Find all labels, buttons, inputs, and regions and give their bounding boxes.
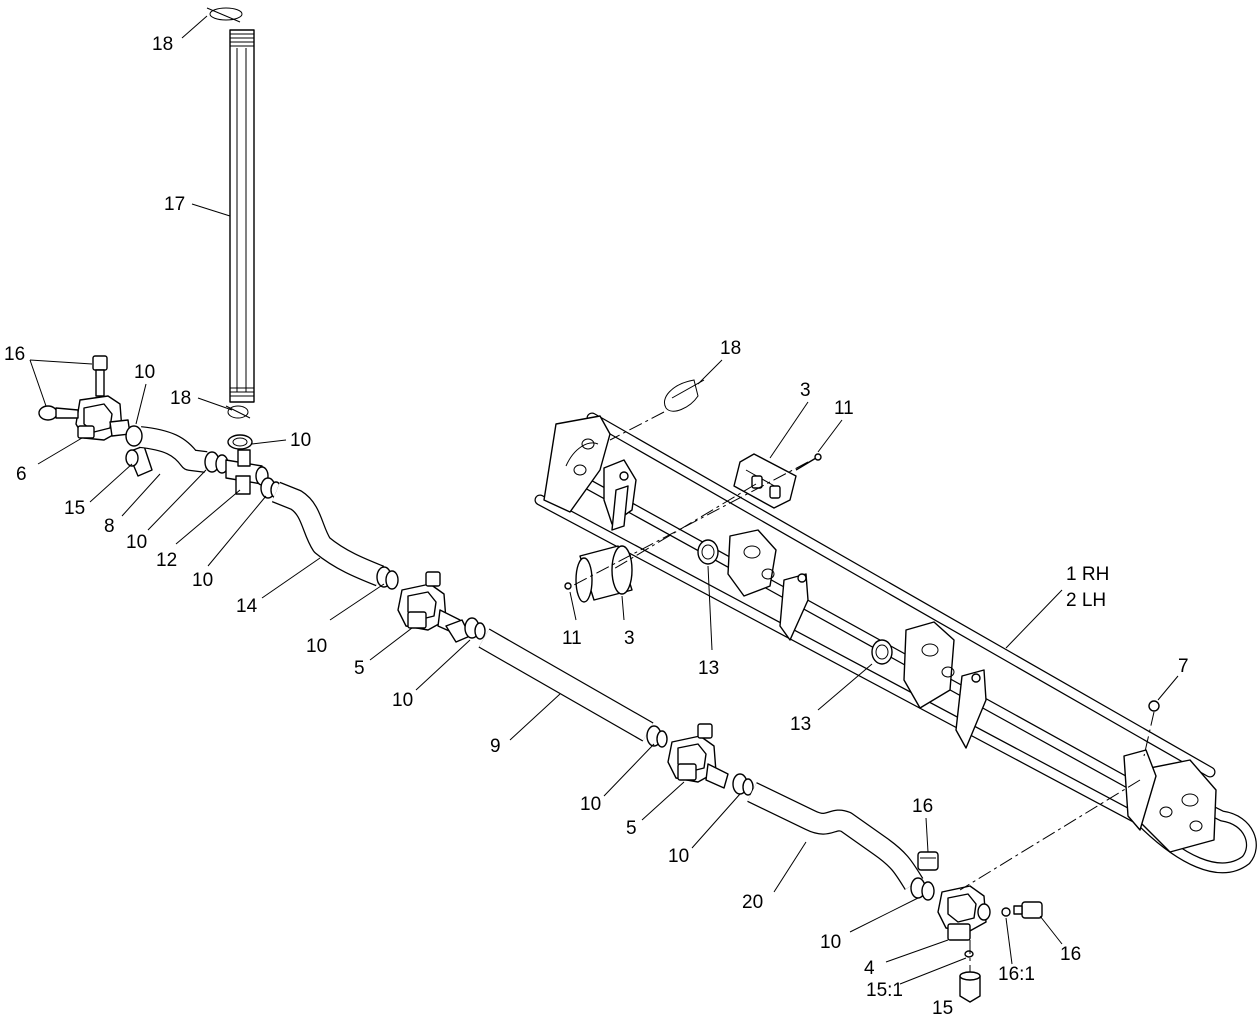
vertical-pipe <box>229 29 255 403</box>
elbow-fitting-left <box>125 445 153 477</box>
pipe-thread-top <box>230 33 254 47</box>
callout-9: 9 <box>490 736 501 757</box>
callout-17: 17 <box>164 194 185 215</box>
callout-6: 6 <box>16 464 27 485</box>
callout-10-e: 10 <box>306 636 327 657</box>
callout-10-i: 10 <box>820 932 841 953</box>
o-ring-bottom <box>964 950 974 958</box>
callout-8: 8 <box>104 516 115 537</box>
callout-1-rh: 1 RH <box>1066 564 1109 585</box>
callout-3-bottom: 3 <box>624 628 635 649</box>
boom-frame <box>534 412 1257 874</box>
clamp-mid-b2 <box>742 778 754 796</box>
callout-labels: 18 17 16 10 18 10 6 15 8 10 12 10 14 10 … <box>4 34 1189 1019</box>
callout-15-1: 15:1 <box>866 980 903 1001</box>
callout-15-left: 15 <box>64 498 85 519</box>
screw-bottom <box>564 582 572 590</box>
nut-7 <box>1148 700 1160 712</box>
callout-13-b: 13 <box>790 714 811 735</box>
hose-9 <box>478 628 654 742</box>
lanyard-pin-mid <box>225 405 251 419</box>
clamp-hose9-end-b <box>656 730 668 748</box>
clamp-hose8-end <box>204 451 229 474</box>
grommet-a <box>697 539 719 565</box>
hose-14 <box>271 481 385 587</box>
frame-brace-2 <box>727 529 809 641</box>
callout-16-right: 16 <box>1060 944 1081 965</box>
callout-18-top: 18 <box>152 34 173 55</box>
callout-5-b: 5 <box>626 818 637 839</box>
callout-18-frame: 18 <box>720 338 741 359</box>
callout-5-a: 5 <box>354 658 365 679</box>
pipe-thread-bottom <box>230 387 254 397</box>
callout-10-c: 10 <box>126 532 147 553</box>
callout-13-a: 13 <box>698 658 719 679</box>
o-ring-right <box>1001 907 1011 917</box>
callout-10-a: 10 <box>134 362 155 383</box>
hose-20 <box>747 782 924 890</box>
screw-top <box>795 453 822 471</box>
assembly-center-lines <box>571 411 1155 972</box>
left-valve-assembly <box>38 355 131 441</box>
callout-10-b: 10 <box>290 430 311 451</box>
frame-brace-1 <box>603 459 637 531</box>
frame-brace-4 <box>1123 749 1157 831</box>
frame-brace-3 <box>903 621 987 749</box>
callout-10-f: 10 <box>392 690 413 711</box>
callout-16-left: 16 <box>4 344 25 365</box>
clamp-mid-a2 <box>474 622 486 640</box>
middle-valve-assembly-a <box>397 571 461 635</box>
callout-3-top: 3 <box>800 380 811 401</box>
grommet-b <box>871 639 893 665</box>
callout-14: 14 <box>236 596 258 617</box>
callout-11-top: 11 <box>834 398 854 419</box>
leader-lines <box>29 15 1179 985</box>
callout-7: 7 <box>1178 656 1189 677</box>
callout-2-lh: 2 LH <box>1066 590 1106 611</box>
callout-15-bottom: 15 <box>932 998 953 1019</box>
nozzle-body-bottom <box>575 545 633 603</box>
callout-11-bottom: 11 <box>562 628 582 649</box>
right-valve-assembly <box>937 885 991 941</box>
clamp-left-a <box>125 425 143 447</box>
elbow-bottom <box>959 971 981 1003</box>
callout-10-d: 10 <box>192 570 213 591</box>
lanyard-frame <box>664 379 705 412</box>
callout-20: 20 <box>742 892 763 913</box>
callout-4: 4 <box>864 958 875 979</box>
callout-16-upper: 16 <box>912 796 933 817</box>
middle-valve-assembly-b <box>667 723 729 789</box>
lanyard-pin-top <box>206 7 243 23</box>
clamp-under-pipe <box>227 434 253 450</box>
callout-16-1: 16:1 <box>998 964 1035 985</box>
callout-10-h: 10 <box>668 846 689 867</box>
nozzle-cap-upper <box>917 851 939 871</box>
callout-12: 12 <box>156 550 177 571</box>
nozzle-cap-right <box>1013 901 1043 919</box>
hose-8 <box>138 426 208 473</box>
clamp-hose14-end-b <box>385 570 399 590</box>
callout-18-mid: 18 <box>170 388 191 409</box>
clamp-hose20-end-b <box>921 881 935 901</box>
callout-10-g: 10 <box>580 794 601 815</box>
